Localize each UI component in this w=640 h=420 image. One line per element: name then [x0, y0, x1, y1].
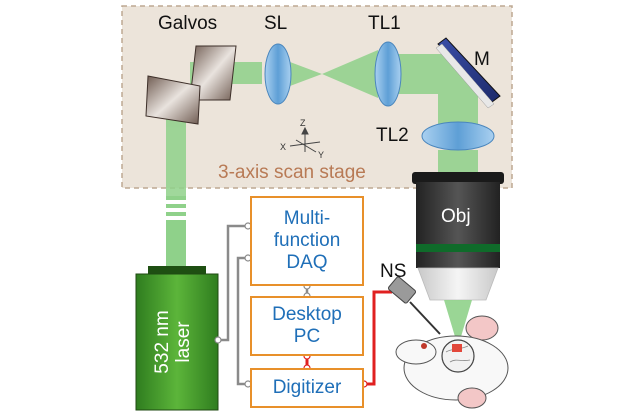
objective-body	[416, 182, 500, 246]
laser-beam	[166, 50, 478, 196]
tube-lens-1	[374, 41, 402, 107]
galvos-label: Galvos	[158, 13, 218, 34]
target-region	[452, 344, 462, 352]
mirror-face	[435, 43, 495, 109]
galvo-mirror-y	[189, 45, 237, 101]
digitizer-label: Digitizer	[272, 377, 342, 399]
cranial-window	[441, 339, 475, 373]
beam-dash-4	[166, 220, 186, 268]
xyz-axis-glyph	[289, 126, 321, 153]
scan-lens	[264, 43, 292, 105]
cable-laser-daq	[218, 224, 248, 342]
axis-x-label: X	[280, 142, 286, 152]
digitizer-box: Digitizer	[250, 368, 364, 408]
beam-segment-dashed	[166, 196, 186, 268]
signal-ns-digitizer	[364, 290, 392, 386]
beam-sl-to-focus	[290, 62, 322, 86]
tl2-label: TL2	[376, 125, 409, 146]
galvo-mirrors	[145, 45, 237, 125]
objective-top-cap	[412, 172, 504, 184]
axis-z-label: Z	[300, 118, 306, 128]
laser-body	[135, 273, 219, 411]
tube-lens-2	[421, 121, 495, 151]
beam-dash-1	[166, 196, 186, 200]
excitation-cone	[444, 300, 472, 340]
mouse-snout	[395, 339, 437, 365]
neural-sensor-probe	[387, 276, 441, 335]
laser-top	[148, 266, 206, 276]
mouse-ear-front	[457, 387, 487, 409]
beam-dash-2	[166, 204, 186, 208]
beam-focus-to-tl1	[322, 50, 378, 98]
daq-label: Multi- function DAQ	[273, 208, 341, 273]
ns-label: NS	[380, 261, 407, 282]
beam-dash-3	[166, 212, 186, 216]
desktop-pc-box: Desktop PC	[250, 296, 364, 356]
sl-label: SL	[264, 13, 288, 34]
objective-label: Obj	[441, 206, 471, 227]
tl1-label: TL1	[368, 13, 401, 34]
cable-daq-digitizer	[236, 256, 248, 386]
galvo-mirror-x	[145, 75, 201, 125]
laser-source	[135, 266, 219, 411]
mouse	[395, 315, 509, 409]
objective	[412, 172, 504, 301]
probe-needle	[409, 301, 441, 335]
beam-vertical-to-galvos	[166, 108, 186, 196]
mirror-label: M	[474, 49, 490, 70]
axis-y-label: Y	[318, 150, 324, 160]
objective-green-band	[416, 244, 500, 252]
desktop-pc-label: Desktop PC	[272, 304, 342, 347]
daq-box: Multi- function DAQ	[250, 196, 364, 286]
objective-tip	[417, 267, 499, 301]
objective-lower-body	[416, 252, 500, 268]
laser-label: 532 nm laser	[152, 310, 194, 374]
mouse-eye	[421, 343, 427, 349]
scan-stage-caption: 3-axis scan stage	[218, 162, 366, 183]
probe-head	[387, 276, 417, 304]
mouse-ear-back	[465, 315, 499, 341]
